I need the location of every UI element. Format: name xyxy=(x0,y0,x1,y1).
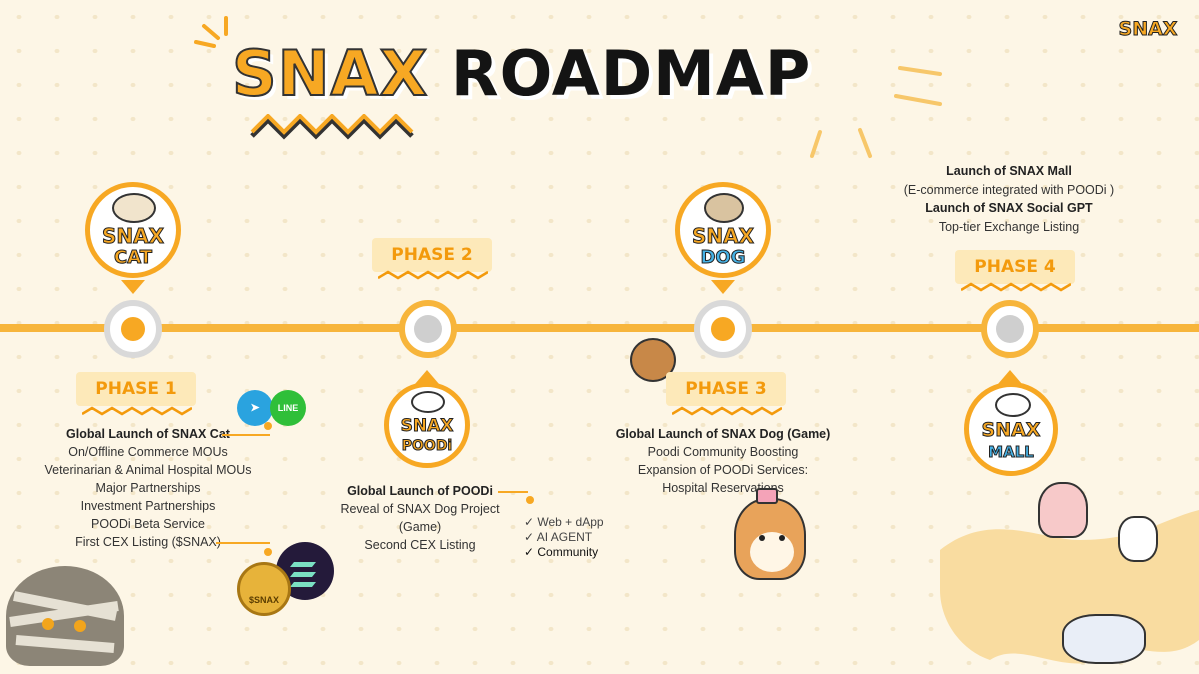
poodi-mascot-icon xyxy=(411,391,445,413)
phase2-underline xyxy=(378,270,488,280)
checklist-item: ✓ AI AGENT xyxy=(524,530,593,544)
pin-pointer xyxy=(711,280,735,294)
phase2-checklist: ✓ Web + dApp ✓ AI AGENT ✓ Community xyxy=(524,515,624,560)
phase4-item-2: Launch of SNAX Social GPT xyxy=(925,201,1093,215)
snax-mall-badge: SNAX MALL xyxy=(964,382,1058,476)
phase2-items: Global Launch of POODi Reveal of SNAX Do… xyxy=(320,482,520,554)
badge-word2: MALL xyxy=(988,443,1035,462)
connector-dot xyxy=(264,548,272,556)
phase1-connector-2 xyxy=(216,542,270,544)
pin-pointer xyxy=(998,370,1022,384)
phase1-item-6: First CEX Listing ($SNAX) xyxy=(75,535,221,549)
shiba-mascot-icon xyxy=(734,498,806,580)
phase3-item-0: Global Launch of SNAX Dog (Game) xyxy=(615,427,831,441)
phase3-underline xyxy=(672,406,782,416)
cake-icon xyxy=(756,488,778,504)
pin-pointer xyxy=(415,370,439,384)
line-icon: LINE xyxy=(270,390,306,426)
phase1-items: Global Launch of SNAX Cat On/Offline Com… xyxy=(18,425,278,551)
badge-word2: POODi xyxy=(401,438,453,455)
badge-word1: SNAX xyxy=(400,416,454,437)
connector-dot xyxy=(264,422,272,430)
phase3-label: PHASE 3 xyxy=(666,372,786,406)
phase4-label: PHASE 4 xyxy=(955,250,1075,284)
pug-mascot-icon xyxy=(704,193,744,223)
phase2-connector xyxy=(498,491,528,493)
zigzag-decoration xyxy=(250,114,414,140)
timeline-line xyxy=(0,324,1199,332)
pin-pointer xyxy=(121,280,145,294)
snax-cat-badge: SNAX CAT xyxy=(85,182,181,278)
phase2-item-2: (Game) xyxy=(398,520,442,534)
phase1-node xyxy=(104,300,162,358)
burst-decoration xyxy=(810,66,942,158)
checklist-item: ✓ Community xyxy=(524,545,599,559)
phase1-item-1: On/Offline Commerce MOUs xyxy=(68,445,228,459)
cat-mascot-icon xyxy=(112,193,156,223)
checklist-item: ✓ Web + dApp xyxy=(524,515,604,529)
phase2-item-0: Global Launch of POODi xyxy=(347,484,493,498)
connector-dot xyxy=(526,496,534,504)
snax-logo: SNAX xyxy=(1118,18,1178,41)
phase4-items: Launch of SNAX Mall (E-commerce integrat… xyxy=(880,162,1138,236)
page-title: SNAX ROADMAP xyxy=(231,34,892,114)
phase1-connector xyxy=(222,434,270,436)
chef-mascot-icon xyxy=(1118,516,1158,562)
phase4-node xyxy=(981,300,1039,358)
telegram-icon: ➤ xyxy=(237,390,273,426)
snax-poodi-badge: SNAX POODi xyxy=(384,382,470,468)
badge-word2: DOG xyxy=(700,247,746,269)
snax-coin-icon: $SNAX xyxy=(237,562,291,616)
phase4-underline xyxy=(961,282,1071,292)
phase2-item-3: Second CEX Listing xyxy=(364,538,476,552)
phase2-item-1: Reveal of SNAX Dog Project xyxy=(340,502,500,516)
title-part2: ROADMAP xyxy=(450,37,812,110)
phase3-node xyxy=(694,300,752,358)
phase4-item-0: Launch of SNAX Mall xyxy=(946,164,1072,178)
phase1-label: PHASE 1 xyxy=(76,372,196,406)
group-mascot-icon xyxy=(1062,614,1146,664)
sparkle-icon xyxy=(194,16,228,48)
pink-mascot-icon xyxy=(1038,482,1088,538)
phase1-item-0: Global Launch of SNAX Cat xyxy=(66,427,230,441)
phase3-item-3: Hospital Reservations xyxy=(662,481,784,495)
badge-word2: CAT xyxy=(113,247,153,269)
phase1-item-2: Veterinarian & Animal Hospital MOUs xyxy=(44,463,252,477)
badge-word1: SNAX xyxy=(691,224,755,248)
mummy-cat-mascot-icon xyxy=(6,566,124,666)
snax-coin-label: $SNAX xyxy=(248,595,279,605)
mall-mascot-icon xyxy=(995,393,1031,417)
phase1-underline xyxy=(82,406,192,416)
phase2-label: PHASE 2 xyxy=(372,238,492,272)
badge-word1: SNAX xyxy=(981,419,1041,442)
phase4-item-1: (E-commerce integrated with POODi ) xyxy=(903,182,1115,197)
phase3-item-1: Poodi Community Boosting xyxy=(647,445,799,459)
phase3-item-2: Expansion of POODi Services: xyxy=(637,463,809,477)
phase1-item-5: POODi Beta Service xyxy=(91,517,205,531)
phase1-item-4: Investment Partnerships xyxy=(80,499,216,513)
phase3-items: Global Launch of SNAX Dog (Game) Poodi C… xyxy=(598,425,848,497)
badge-word1: SNAX xyxy=(101,224,165,248)
snax-dog-badge: SNAX DOG xyxy=(675,182,771,278)
phase4-item-3: Top-tier Exchange Listing xyxy=(938,219,1080,234)
title-part1: SNAX xyxy=(231,36,429,111)
phase2-node xyxy=(399,300,457,358)
phase1-item-3: Major Partnerships xyxy=(95,481,201,495)
